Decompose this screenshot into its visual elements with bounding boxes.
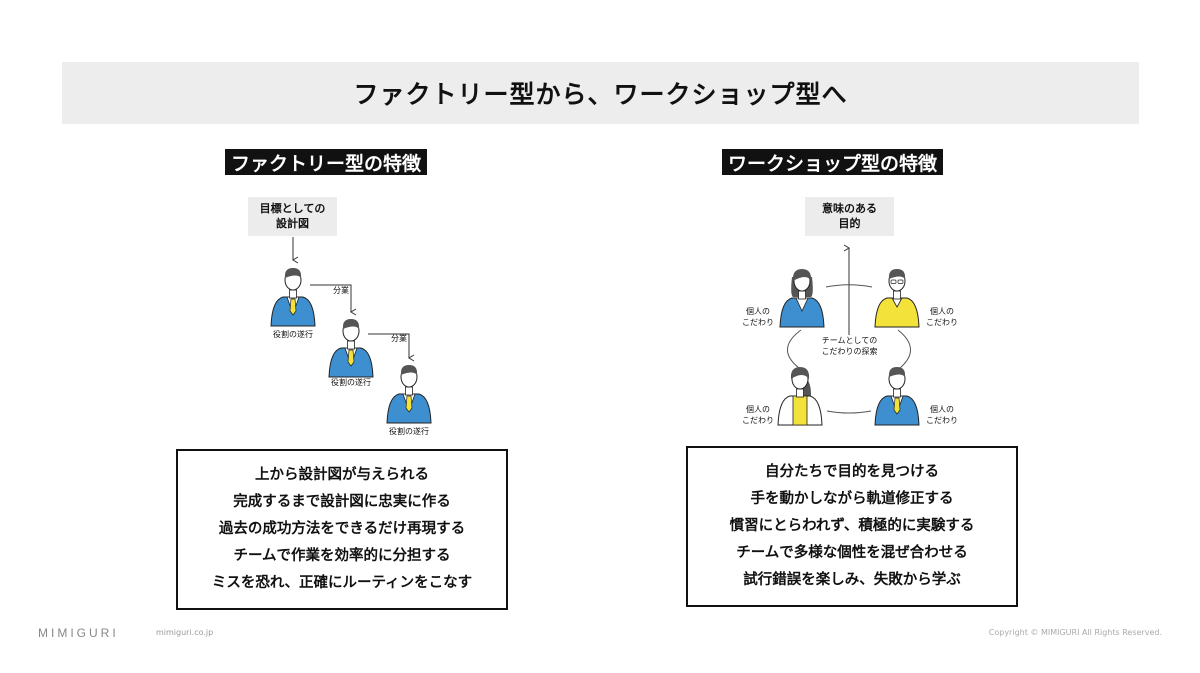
list-item: 完成するまで設計図に忠実に作る (233, 494, 451, 510)
individual-label: 個人のこだわり (926, 405, 958, 426)
workshop-purpose-line1: 意味のある (822, 201, 877, 215)
factory-heading: ファクトリー型の特徴 (225, 149, 428, 175)
individual-label: 個人のこだわり (742, 405, 774, 426)
footer-url[interactable]: mimiguri.co.jp (156, 628, 214, 637)
list-item: チームで作業を効率的に分担する (233, 548, 451, 564)
workshop-feature-list: 自分たちで目的を見つける 手を動かしながら軌道修正する 慣習にとらわれず、積極的… (686, 446, 1018, 607)
list-item: 手を動かしながら軌道修正する (750, 491, 954, 507)
team-exploration-label: チームとしてのこだわりの探索 (812, 335, 887, 358)
workshop-heading: ワークショップ型の特徴 (722, 149, 944, 175)
list-item: 試行錯誤を楽しみ、失敗から学ぶ (743, 572, 961, 588)
workshop-purpose-line2: 目的 (838, 216, 861, 230)
role-label: 役割の遂行 (331, 378, 371, 387)
arrow-icon (368, 333, 415, 362)
factory-blueprint-box: 目標としての 設計図 (248, 197, 337, 236)
copyright: Copyright © MIMIGURI All Rights Reserved… (988, 628, 1162, 637)
factory-blueprint-line2: 設計図 (276, 216, 309, 230)
businessman-icon (328, 318, 374, 378)
list-item: ミスを恐れ、正確にルーティンをこなす (211, 575, 473, 591)
split-label: 分業 (333, 286, 349, 295)
businesswoman-icon (779, 268, 825, 328)
workshop-purpose-box: 意味のある 目的 (805, 197, 894, 236)
individual-label: 個人のこだわり (742, 307, 774, 328)
businessman-icon (874, 268, 920, 328)
list-item: 慣習にとらわれず、積極的に実験する (729, 518, 975, 534)
list-item: チームで多様な個性を混ぜ合わせる (736, 545, 968, 561)
list-item: 過去の成功方法をできるだけ再現する (218, 521, 466, 537)
factory-blueprint-line1: 目標としての (259, 201, 326, 215)
arrow-icon (310, 284, 357, 316)
page-title: ファクトリー型から、ワークショップ型へ (353, 80, 848, 109)
split-label: 分業 (391, 334, 407, 343)
brand-logo: MIMIGURI (38, 626, 119, 640)
role-label: 役割の遂行 (389, 427, 429, 436)
businessman-icon (386, 364, 432, 424)
businesswoman-icon (777, 366, 823, 426)
list-item: 上から設計図が与えられる (255, 467, 429, 483)
role-label: 役割の遂行 (273, 330, 313, 339)
factory-feature-list: 上から設計図が与えられる 完成するまで設計図に忠実に作る 過去の成功方法をできる… (176, 449, 508, 610)
businessman-icon (874, 366, 920, 426)
title-bar: ファクトリー型から、ワークショップ型へ (62, 62, 1139, 124)
list-item: 自分たちで目的を見つける (765, 464, 939, 480)
businessman-icon (270, 267, 316, 327)
individual-label: 個人のこだわり (926, 307, 958, 328)
